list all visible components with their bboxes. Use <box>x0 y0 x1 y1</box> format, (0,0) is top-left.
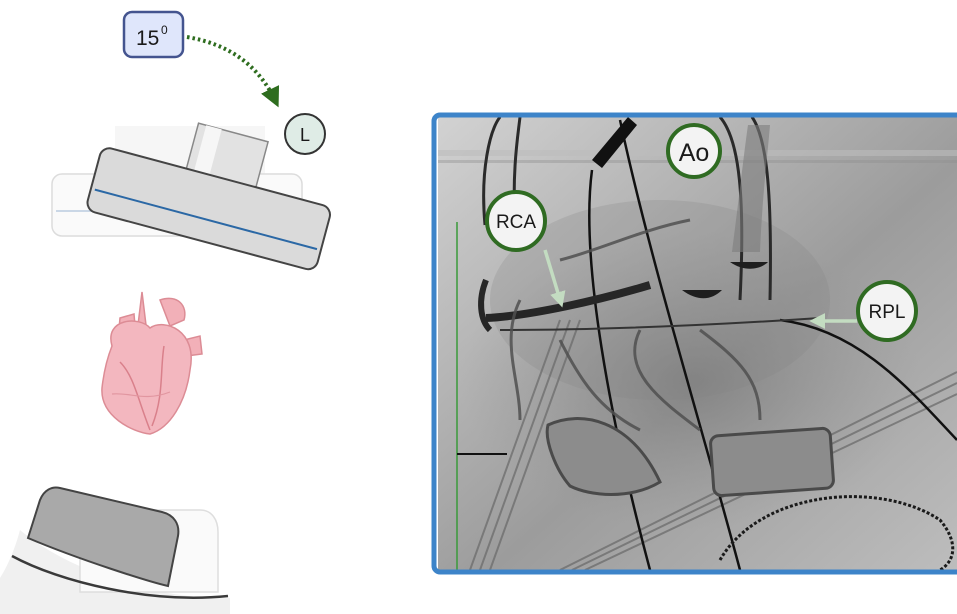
rotation-arrow <box>187 37 276 102</box>
ao-label: Ao <box>668 125 720 177</box>
angle-unit: 0 <box>161 23 168 37</box>
xray-source-icon <box>0 488 230 614</box>
rpl-label: RPL <box>858 282 916 340</box>
ao-label-text: Ao <box>679 139 710 167</box>
rca-label-text: RCA <box>496 212 536 233</box>
angle-value: 15 <box>136 27 159 50</box>
angle-badge: 15 0 <box>124 12 183 57</box>
orientation-label: L <box>300 125 310 145</box>
angiogram-image <box>434 115 957 572</box>
rca-label: RCA <box>487 192 545 250</box>
orientation-marker: L <box>285 114 325 154</box>
rpl-label-text: RPL <box>869 302 906 323</box>
heart-icon <box>102 292 202 434</box>
